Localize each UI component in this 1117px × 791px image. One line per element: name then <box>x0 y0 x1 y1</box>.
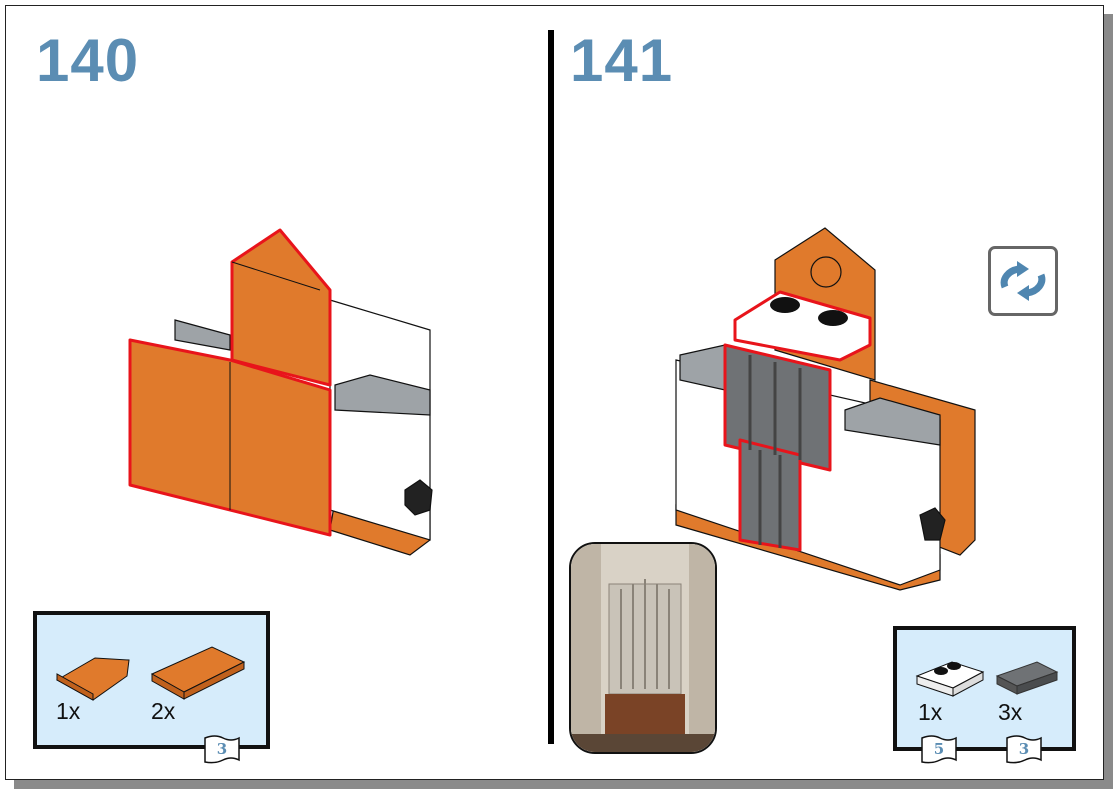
part-orange-wedge-tile-icon <box>55 657 130 701</box>
step-number-140: 140 <box>36 27 140 94</box>
part-qty: 1x <box>56 698 81 724</box>
part-white-plate-rail-icon <box>915 661 985 697</box>
part-qty: 2x <box>151 698 176 724</box>
page-flag-number: 3 <box>216 740 228 758</box>
rotate-model-icon <box>1000 261 1046 301</box>
page-flag-number: 5 <box>933 740 945 758</box>
page-flag: 3 <box>203 734 241 766</box>
page-flag-number: 3 <box>1018 740 1030 758</box>
step-number-141: 141 <box>570 27 674 94</box>
rotate-model-button <box>988 246 1058 316</box>
reference-photo-organ <box>569 542 717 754</box>
part-gray-grille-tile-icon <box>995 661 1059 695</box>
part-qty: 3x <box>998 699 1023 725</box>
parts-list-step-140: 1x 2x <box>33 611 270 749</box>
page-flag: 5 <box>920 734 958 766</box>
parts-list-step-141: 1x 3x <box>893 626 1076 751</box>
step-divider <box>548 30 554 744</box>
part-orange-tile-icon <box>150 646 246 700</box>
part-qty: 1x <box>918 699 943 725</box>
page-flag: 3 <box>1005 734 1043 766</box>
